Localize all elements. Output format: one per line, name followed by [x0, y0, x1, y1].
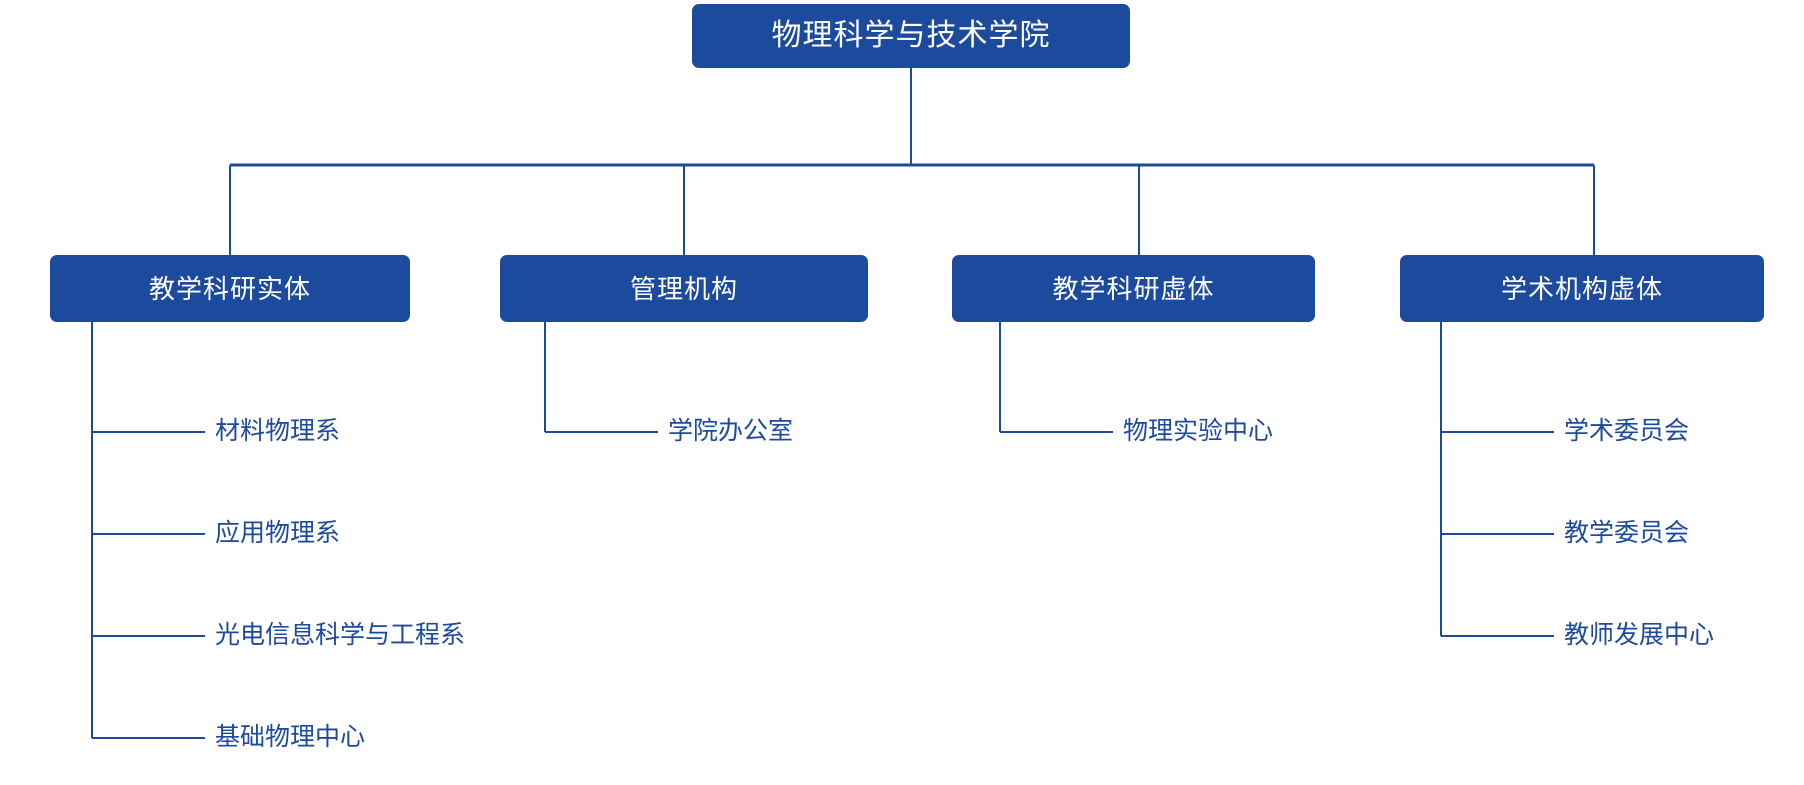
leaf-label-4-3[interactable]: 教师发展中心: [1564, 621, 1715, 649]
leaf-label-1-2[interactable]: 应用物理系: [215, 519, 341, 547]
leaf-label-2-1[interactable]: 学院办公室: [668, 417, 794, 445]
leaf-label-3-1[interactable]: 物理实验中心: [1123, 417, 1274, 445]
node-category-2[interactable]: 管理机构: [500, 255, 868, 322]
leaf-label-4-1[interactable]: 学术委员会: [1564, 417, 1690, 445]
leaf-label-1-1[interactable]: 材料物理系: [215, 417, 341, 445]
node-category-1[interactable]: 教学科研实体: [50, 255, 410, 322]
node-category-3[interactable]: 教学科研虚体: [952, 255, 1315, 322]
leaf-label-1-4[interactable]: 基础物理中心: [215, 723, 366, 751]
leaf-label-1-3[interactable]: 光电信息科学与工程系: [215, 621, 466, 649]
node-category-4[interactable]: 学术机构虚体: [1400, 255, 1764, 322]
leaf-label-4-2[interactable]: 教学委员会: [1564, 519, 1690, 547]
node-root[interactable]: 物理科学与技术学院: [692, 4, 1130, 68]
